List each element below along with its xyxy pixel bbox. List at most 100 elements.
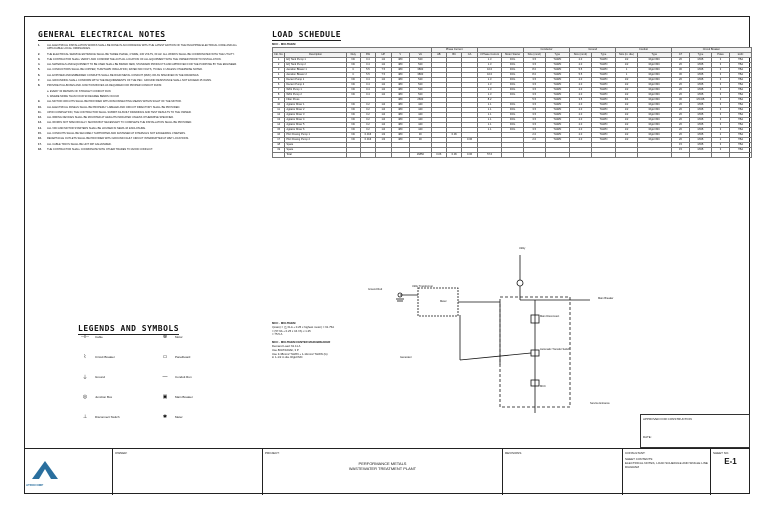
legend-symbol-icon: ▣	[162, 394, 168, 400]
project-label: PROJECT:	[265, 451, 280, 455]
note-text: ALL GROUNDING SHALL CONFORM WITH THE REQ…	[47, 79, 212, 83]
note-item: 18.THE CONTRACTOR SHALL COORDINATE WITH …	[38, 148, 248, 151]
note-text: ALL ELECTRICAL PANELS SHALL BE PROPERLY …	[47, 105, 181, 109]
legend: ⊣⊢Cable⊗Motor⌇Circuit Breaker▭Panelboard…	[78, 333, 238, 433]
schedule-title: LOAD SCHEDULE	[272, 30, 342, 41]
legend-item: ✱Meter	[158, 413, 238, 421]
table-cell	[670, 152, 691, 158]
note-number: 16.	[38, 137, 42, 141]
table-cell	[729, 152, 752, 158]
sld-label-utility: Utility	[519, 247, 526, 250]
legend-label: Circuit Breaker	[95, 355, 115, 359]
note-item: 5. ALL CONDUCTORS SHALL BE COPPER, THW/TH…	[38, 68, 248, 71]
note-item: 12.ALL WIRING DEVICES SHALL BE MOUNTED A…	[38, 116, 248, 119]
note-item: 11.UPON COMPLETION, THE CONTRACTOR SHALL…	[38, 111, 248, 114]
note-text: ALL CABLE TRAYS SHALL BE HOT DIP GALVANI…	[47, 142, 112, 146]
legend-title: LEGENDS AND SYMBOLS	[78, 324, 180, 335]
note-number: 3.	[38, 57, 41, 61]
single-line-diagram	[396, 255, 590, 413]
sheet-no-label: SHEET NO.	[713, 451, 730, 455]
table-cell: 0.06	[461, 152, 478, 158]
table-cell	[375, 152, 392, 158]
approval-stamp: APPROVED FOR CONSTRUCTION DATE:	[640, 414, 750, 448]
owner-label: OWNER:	[115, 451, 128, 455]
sld-label-generator: Generator	[400, 356, 412, 359]
note-text: b. WHERE MORE THAN FOUR 90 DEGREE BENDS …	[47, 94, 120, 98]
sheet-contents: ELECTRICAL NOTES, LOAD SCHEDULE AND SING…	[625, 461, 708, 469]
legend-symbol-icon: ✱	[162, 414, 168, 420]
project-sub: WASTEWATER TREATMENT PLANT	[348, 466, 417, 471]
calc-line: = (57.6A + 0.25 x 16.7A) x 1.25	[272, 328, 311, 333]
company-logo-icon	[32, 461, 58, 479]
legend-label: Panelboard	[175, 355, 191, 359]
stamp-line-1: APPROVED FOR CONSTRUCTION	[643, 417, 692, 421]
mcc-calculation: MCC - MULTIHEM I(main) = (∑ FLA + 0.25 x…	[272, 321, 452, 360]
note-number: 2.	[38, 52, 41, 56]
note-item: 6.ALL EXPOSED AND EMBEDDED CONDUITS SHAL…	[38, 74, 248, 77]
note-item: 9. ALL MOTOR CIRCUITS SHALL BE PROVIDED W…	[38, 100, 248, 103]
note-number: 5.	[38, 68, 41, 72]
note-text: THE CONTRACTOR SHALL VERIFY AND CONFIRM …	[47, 57, 222, 61]
note-item: a. EVERY 30 METERS OF STRAIGHT CONDUIT R…	[38, 90, 248, 93]
table-cell	[569, 152, 592, 158]
calc-line: Use 80AT/100AF, 3 P	[272, 347, 299, 352]
utility-source-symbol	[516, 279, 524, 287]
legend-item: ▭ Panelboard	[158, 353, 238, 361]
table-cell	[522, 152, 546, 158]
note-number: 12.	[38, 116, 42, 120]
legend-symbol-icon: ⌇	[83, 354, 87, 360]
title-block: ATROCOMP OWNER: PROJECT: PERFORMANCE MET…	[24, 448, 750, 495]
legend-label: Main Breaker	[175, 395, 193, 399]
main-breaker-symbol	[530, 314, 540, 324]
note-number: 8.	[38, 84, 41, 88]
legend-label: Cable	[95, 335, 103, 339]
sld-label-main-disconnect: Main Disconnect	[540, 315, 560, 318]
note-number: 18.	[38, 147, 42, 151]
table-cell: Total	[284, 152, 347, 158]
note-text: ALL MOTOR CIRCUITS SHALL BE PROVIDED WIT…	[47, 100, 182, 104]
consultant-block: CONSULTANT: SHEET CONTENTS: ELECTRICAL N…	[622, 449, 710, 495]
legend-symbol-icon: —	[162, 374, 168, 380]
note-number: 17.	[38, 142, 42, 146]
note-text: ALL WORKS NOT SPECIFICALLY SHOWN BUT NEC…	[47, 121, 192, 125]
note-text: ALL ELECTRICAL INSTALLATION WORKS SHALL …	[47, 44, 237, 51]
table-cell: 16850	[408, 152, 432, 158]
table-cell	[590, 152, 617, 158]
note-text: ALL CONDUCTORS SHALL BE COPPER, THW/THWN…	[47, 68, 203, 72]
legend-symbol-icon: ⊥	[82, 414, 88, 420]
note-number: 11.	[38, 110, 42, 114]
project-name: PERFORMANCE METALS	[358, 461, 407, 466]
company-block: ATROCOMP	[24, 449, 112, 495]
note-number	[38, 90, 44, 93]
note-item: 3. THE CONTRACTOR SHALL VERIFY AND CONFIR…	[38, 58, 248, 61]
legend-item: ▣ Main Breaker	[158, 393, 238, 401]
transformer-enclosure	[417, 287, 459, 317]
note-text: ALL VFD AND MOTOR STARTERS SHALL BE HOUS…	[47, 126, 146, 130]
sheet-border	[24, 16, 750, 494]
revisions-block: REVISIONS	[502, 449, 622, 495]
legend-item: ◎Junction Box	[78, 393, 158, 401]
table-cell	[345, 152, 361, 158]
note-number: 7.	[38, 79, 41, 83]
sld-label-service-entrance: Service Entrance	[590, 402, 610, 405]
sld-label-meter: Meter	[440, 300, 447, 303]
note-number: 1.	[38, 44, 41, 47]
table-cell	[689, 152, 712, 158]
note-item: 1. ALL ELECTRICAL INSTALLATION WORKS SHAL…	[38, 44, 248, 51]
note-item: 8.PROVIDE PULLBOXES AND JUNCTION BOXES A…	[38, 84, 248, 87]
note-number: 10.	[38, 105, 42, 109]
schedule-subtitle: MCC - MULTIHEM	[272, 42, 296, 46]
note-number: 9.	[38, 100, 41, 104]
note-item: 16.RECEPTACLE OUTLETS SHALL BE PROVIDED …	[38, 137, 248, 140]
notes-list: 1. ALL ELECTRICAL INSTALLATION WORKS SHAL…	[38, 44, 248, 324]
table-cell: 57.6	[476, 152, 503, 158]
note-text: ALL EXPOSED AND EMBEDDED CONDUITS SHALL …	[47, 73, 200, 77]
calc-line: Demand Load: 61.11 A	[272, 343, 301, 348]
legend-symbol-icon: ▭	[162, 354, 168, 360]
table-cell	[636, 152, 672, 158]
sld-label-transformer: Utility Transformer	[412, 285, 434, 288]
table-cell: 0.06	[445, 152, 463, 158]
